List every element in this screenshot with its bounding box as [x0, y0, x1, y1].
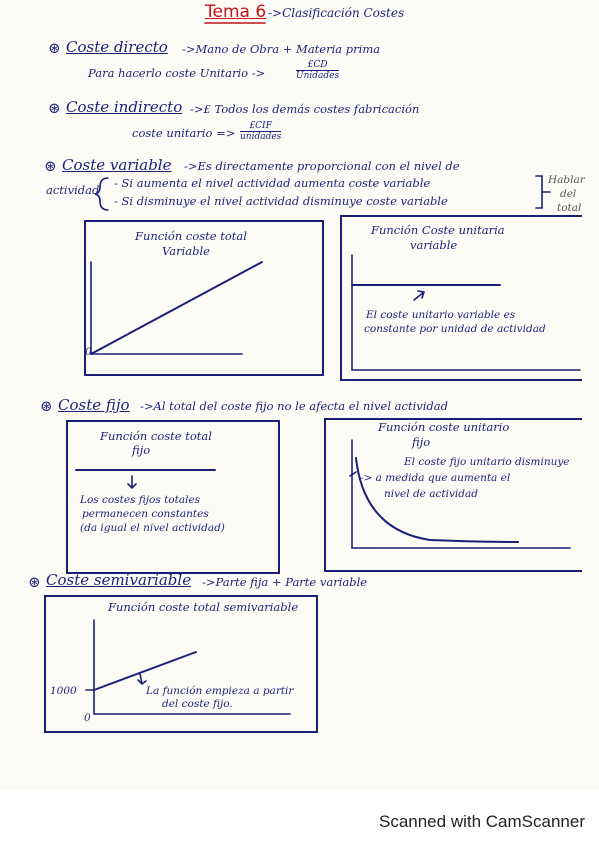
coste-directo-definition: ->Mano de Obra + Materia prima — [182, 42, 381, 56]
graph-note-line-3: nivel de actividad — [384, 488, 478, 500]
graph-box-coste-unitario-fijo — [324, 418, 582, 572]
graph-origin-label: 0 — [85, 346, 92, 358]
function-curve — [355, 457, 519, 543]
bullet-icon: ⊛ — [44, 157, 57, 175]
graph-note-line-2: -> a medida que aumenta el — [360, 472, 511, 484]
graph-note-line-2: constante por unidad de actividad — [364, 323, 546, 335]
arrow-up-icon — [413, 290, 426, 301]
graph-note-line-2: permanecen constantes — [82, 508, 209, 520]
page-subtitle: ->Clasificación Costes — [268, 6, 405, 20]
graph-title-line-2: variable — [410, 238, 458, 252]
side-note-line-1: Hablar — [548, 174, 585, 186]
side-note-line-3: total — [557, 202, 582, 214]
section-heading-coste-directo: Coste directo — [66, 38, 168, 56]
arrow-icon — [349, 471, 357, 477]
case-1-text: - Si aumenta el nivel actividad aumenta … — [114, 176, 431, 190]
brace-icon — [94, 177, 109, 211]
bullet-icon: ⊛ — [48, 99, 61, 117]
graph-note-line-1: El coste fijo unitario disminuye — [404, 456, 570, 468]
coste-directo-unit-text: Para hacerlo coste Unitario -> — [88, 66, 266, 80]
hand-drawn-strokes — [75, 22, 581, 715]
graph-title-line-2: fijo — [132, 443, 151, 457]
section-heading-coste-fijo: Coste fijo — [58, 396, 130, 414]
bullet-icon: ⊛ — [28, 573, 41, 591]
scanned-notes-page: Tema 6 ->Clasificación Costes ⊛ Coste di… — [28, 2, 585, 733]
coste-indirecto-unit-text: coste unitario => — [132, 126, 236, 140]
coste-variable-definition: ->Es directamente proporcional con el ni… — [184, 159, 460, 173]
arrow-down-icon — [137, 673, 147, 686]
formula-numerator: £CD — [296, 60, 340, 71]
formula-denominator: Unidades — [296, 71, 340, 81]
graph-note-line-2: del coste fijo. — [162, 698, 233, 710]
arrow-down-icon — [127, 475, 137, 490]
function-line — [90, 261, 263, 355]
coste-directo-formula: £CD Unidades — [296, 60, 340, 81]
graph-origin-label: 0 — [84, 712, 91, 724]
scanner-watermark: Scanned with CamScanner — [378, 812, 585, 831]
bracket-icon — [535, 175, 543, 209]
graph-title-line-2: fijo — [412, 435, 431, 449]
graph-box-coste-total-semivariable — [44, 595, 318, 733]
case-2-text: - Si disminuye el nivel actividad dismin… — [114, 194, 448, 208]
formula-numerator: £CIF — [240, 121, 282, 132]
coste-indirecto-formula: £CIF unidades — [240, 121, 282, 142]
function-line — [93, 651, 197, 691]
graph-title-line-2: Variable — [162, 244, 210, 258]
graph-box-coste-total-fijo — [66, 420, 280, 574]
graph-title: Función coste total semivariable — [108, 600, 299, 614]
graph-y-label: 1000 — [50, 685, 77, 697]
side-note-line-2: del — [560, 188, 577, 200]
section-heading-coste-variable: Coste variable — [62, 156, 172, 174]
graph-note-line-1: El coste unitario variable es — [366, 309, 516, 321]
bullet-icon: ⊛ — [40, 397, 53, 415]
graph-note-line-1: La función empieza a partir — [146, 685, 294, 697]
bullet-icon: ⊛ — [48, 39, 61, 57]
graph-title-line-1: Función coste total — [100, 429, 212, 443]
coste-semivariable-definition: ->Parte fija + Parte variable — [202, 575, 368, 589]
coste-fijo-definition: ->Al total del coste fijo no le afecta e… — [140, 399, 449, 413]
coste-indirecto-definition: ->£ Todos los demás costes fabricación — [190, 102, 420, 116]
section-heading-coste-semivariable: Coste semivariable — [46, 571, 192, 589]
formula-denominator: unidades — [240, 132, 282, 142]
actividad-label: actividad — [46, 183, 100, 197]
graph-title-line-1: Función coste total — [135, 229, 247, 243]
page-title: Tema 6 — [205, 2, 267, 22]
section-heading-coste-indirecto: Coste indirecto — [66, 98, 183, 116]
graph-title-line-1: Función coste unitario — [378, 420, 510, 434]
graph-title-line-1: Función Coste unitaria — [371, 223, 505, 237]
graph-box-coste-unitario-variable — [340, 215, 582, 381]
graph-box-coste-total-variable — [84, 220, 324, 376]
graph-note-line-3: (da igual el nivel actividad) — [80, 522, 225, 534]
graph-note-line-1: Los costes fijos totales — [80, 494, 201, 506]
